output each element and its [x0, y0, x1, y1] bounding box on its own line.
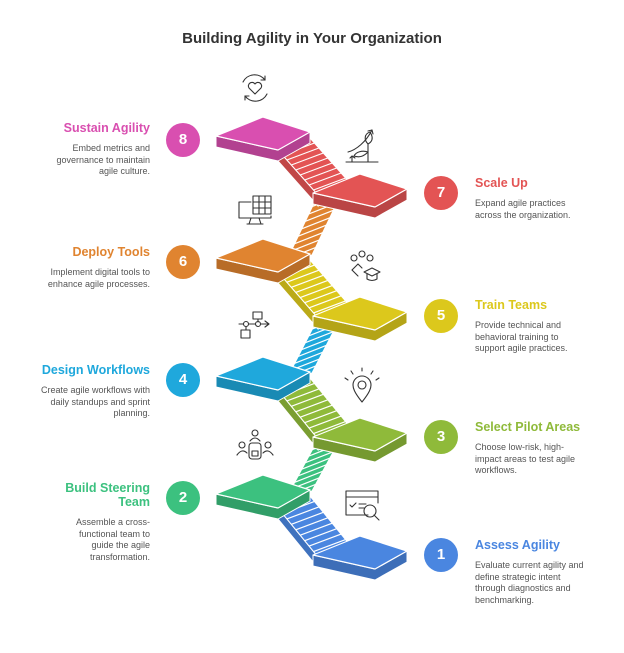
checklist-search-icon	[345, 490, 380, 521]
step-5-number-badge: 5	[424, 299, 458, 333]
stair-step	[300, 162, 333, 176]
stair-step	[308, 533, 342, 547]
stair-step	[291, 393, 324, 407]
monitor-spreadsheet-icon	[238, 195, 272, 225]
flowchart-icon	[238, 311, 270, 339]
step-1-title: Assess Agility	[475, 538, 560, 552]
stair-step	[291, 274, 324, 288]
team-meeting-icon	[236, 429, 274, 460]
stair-step	[286, 147, 320, 161]
stair-step	[294, 470, 323, 483]
platform-5	[312, 296, 408, 342]
stair-step	[305, 331, 334, 344]
stair-step	[298, 224, 327, 237]
stair-step	[313, 538, 346, 553]
stair-step	[304, 167, 337, 181]
step-2-number-badge: 2	[166, 481, 200, 515]
step-7-description: Expand agile practices across the organi…	[475, 198, 571, 220]
stair-step	[286, 388, 320, 402]
step-4-description: Create agile workflows with daily standu…	[40, 385, 150, 418]
platform-2	[215, 474, 311, 520]
stair-step	[295, 279, 328, 294]
step-3-number-badge: 3	[424, 420, 458, 454]
stair-step	[291, 152, 324, 166]
step-5-description: Provide technical and behavioral trainin…	[475, 320, 568, 353]
stair-step	[295, 157, 328, 171]
step-3-description: Choose low-risk, high-impact areas to te…	[475, 442, 576, 475]
step-5-title: Train Teams	[475, 298, 548, 312]
step-4-title: Design Workflows	[41, 363, 150, 377]
stair-step	[301, 337, 330, 351]
growing-plant-icon	[345, 129, 379, 163]
step-6-description: Implement digital tools to enhance agile…	[47, 267, 150, 289]
people-graduation-icon	[350, 250, 381, 282]
stair-step	[313, 177, 346, 191]
location-idea-icon	[344, 367, 380, 403]
stair-step	[313, 420, 346, 435]
stair-step	[304, 290, 337, 304]
stair-step	[300, 522, 333, 536]
step-8-title: Sustain Agility	[63, 121, 150, 135]
stair-step	[300, 284, 333, 299]
stair-step	[308, 172, 342, 186]
stair-step	[300, 404, 333, 418]
stair-step	[305, 451, 334, 464]
step-7-title: Scale Up	[475, 176, 528, 190]
stair-step	[286, 506, 320, 520]
stair-step	[304, 410, 337, 424]
step-1-description: Evaluate current agility and define stra…	[475, 560, 584, 605]
step-8-description: Embed metrics and governance to maintain…	[56, 143, 150, 176]
platform-7	[312, 173, 408, 219]
stair-step	[301, 217, 330, 230]
heart-cycle-icon	[242, 74, 268, 102]
stair-step	[305, 209, 334, 222]
step-2-title: Build Steering Team	[65, 481, 150, 509]
stair-step	[308, 415, 342, 429]
stair-step	[298, 464, 327, 477]
stair-step	[294, 232, 323, 245]
platform-3	[312, 417, 408, 463]
stair-step	[298, 344, 327, 358]
platform-6	[215, 238, 311, 284]
stair-step	[294, 351, 323, 364]
stair-step	[313, 300, 346, 314]
step-1-number-badge: 1	[424, 538, 458, 572]
platform-1	[312, 535, 408, 581]
stair-step	[291, 511, 324, 525]
step-7-number-badge: 7	[424, 176, 458, 210]
stair-step	[304, 528, 337, 542]
step-3-title: Select Pilot Areas	[475, 420, 581, 434]
stair-step	[295, 399, 328, 413]
stair-step	[301, 457, 330, 470]
step-8-number-badge: 8	[166, 123, 200, 157]
step-2-description: Assemble a cross-functional team to guid…	[75, 517, 150, 562]
platform-8	[215, 116, 311, 162]
stair-step	[286, 269, 320, 283]
stair-step	[308, 295, 342, 309]
step-6-title: Deploy Tools	[72, 245, 150, 259]
page-title: Building Agility in Your Organization	[182, 30, 442, 47]
step-6-number-badge: 6	[166, 245, 200, 279]
platform-4	[215, 356, 311, 402]
stair-step	[295, 517, 328, 531]
step-4-number-badge: 4	[166, 363, 200, 397]
step-7-text: Scale Up Expand agile practices across th…	[475, 176, 615, 221]
